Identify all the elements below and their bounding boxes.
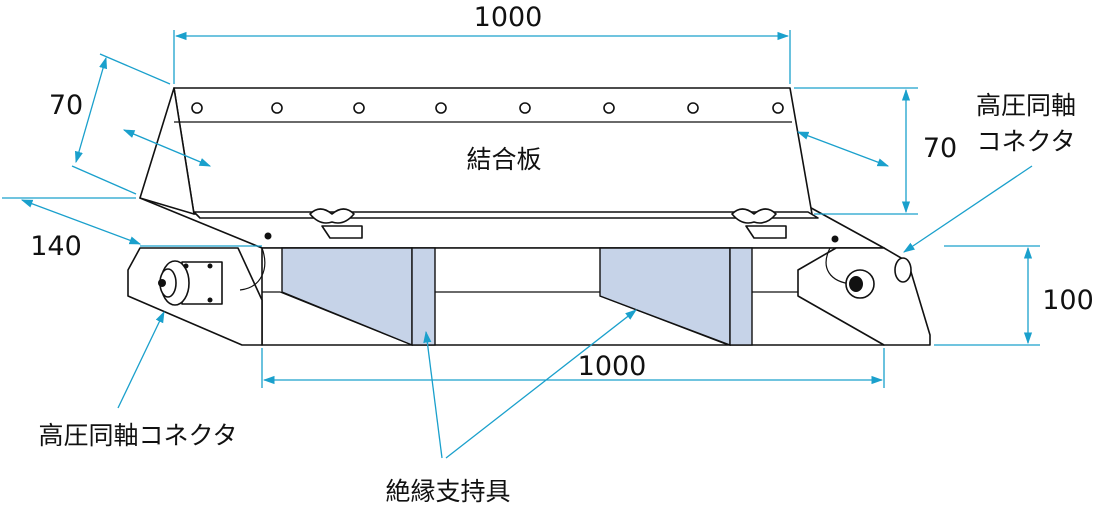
dimension-lines bbox=[2, 30, 1040, 388]
dim-bottom-width: 1000 bbox=[578, 351, 647, 382]
coupling-plate bbox=[139, 87, 819, 239]
dim-top-width: 1000 bbox=[474, 2, 543, 33]
label-insulating-support: 絶縁支持具 bbox=[385, 477, 510, 506]
plate-holes bbox=[191, 102, 784, 114]
wing-nut-right bbox=[731, 208, 787, 239]
label-hv-connector-left: 高圧同軸コネクタ bbox=[38, 421, 237, 450]
dim-base-depth: 140 bbox=[30, 231, 82, 262]
insulating-supports bbox=[281, 247, 753, 347]
base-tray bbox=[127, 197, 931, 346]
dim-plate-height: 70 bbox=[923, 133, 957, 164]
insulator-left-post bbox=[411, 247, 436, 346]
wing-nut-left bbox=[309, 208, 363, 239]
dim-plate-depth: 70 bbox=[49, 90, 83, 121]
left-hv-connector bbox=[158, 247, 266, 306]
insulator-right-post bbox=[729, 247, 753, 346]
label-hv-connector-right-line2: コネクタ bbox=[976, 127, 1075, 156]
dim-base-height: 100 bbox=[1042, 285, 1094, 316]
right-hv-connector bbox=[825, 247, 912, 299]
label-coupling-plate: 結合板 bbox=[466, 145, 541, 174]
leader-lines bbox=[117, 165, 1033, 459]
label-hv-connector-right-line1: 高圧同軸 bbox=[976, 91, 1076, 120]
